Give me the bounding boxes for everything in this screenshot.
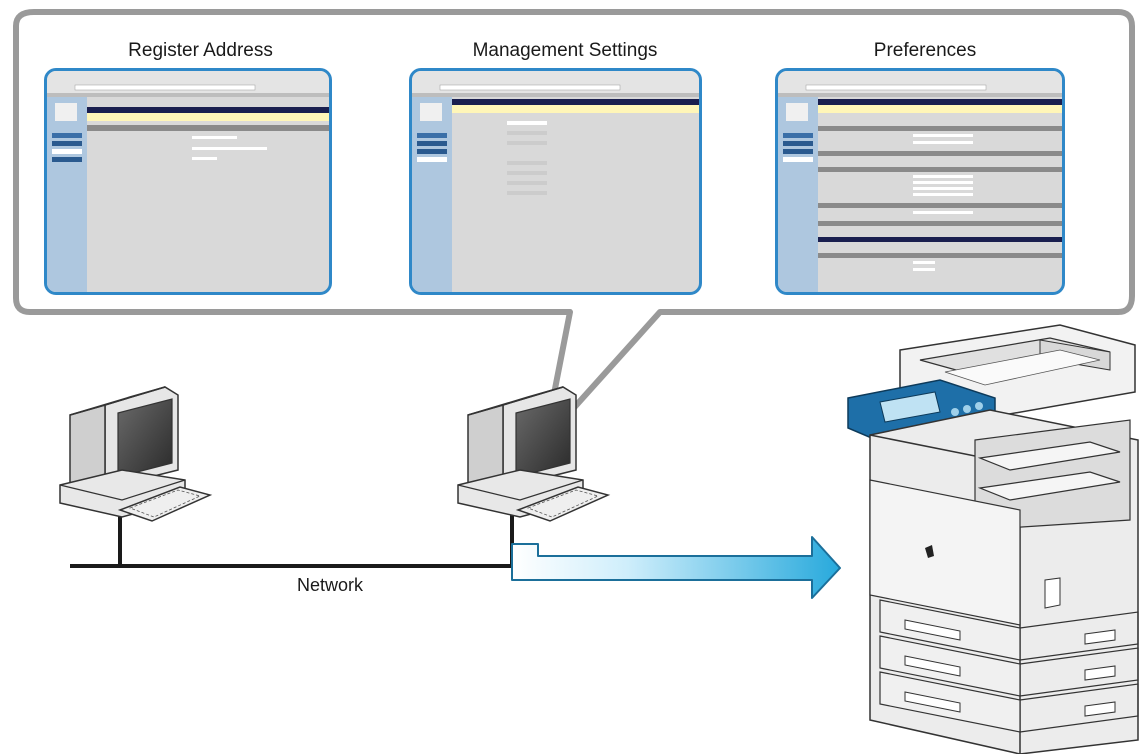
management-settings-screenshot (409, 68, 702, 295)
network-label: Network (296, 575, 363, 595)
computer-icon (457, 386, 611, 522)
panel-title-preferences: Preferences (873, 40, 977, 61)
panel-title-management-settings: Management Settings (472, 40, 658, 61)
network-line (70, 510, 514, 568)
arrow-icon (511, 536, 841, 599)
register-address-screenshot (44, 68, 332, 295)
printer-icon (847, 324, 1139, 754)
panel-title-register-address: Register Address (128, 40, 273, 61)
preferences-screenshot (775, 68, 1065, 295)
computer-icon (59, 386, 213, 522)
